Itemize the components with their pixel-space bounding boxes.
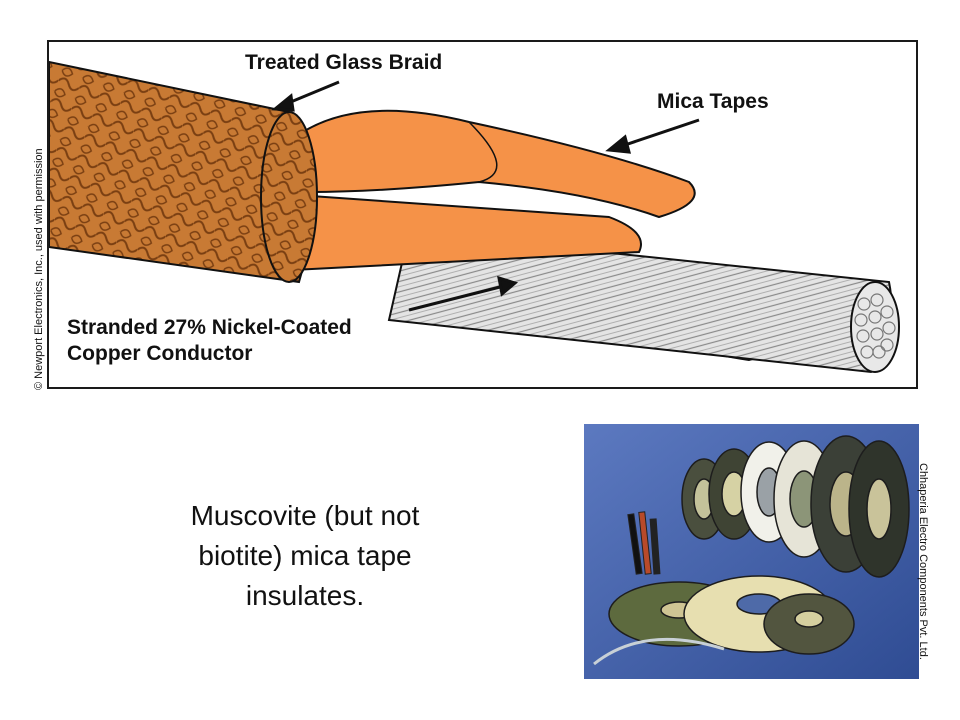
conductor-end <box>850 281 900 373</box>
mica-arrow <box>618 118 700 149</box>
caption-line-1: Muscovite (but not <box>190 500 420 531</box>
conductor-label-line1: Stranded 27% Nickel-Coated <box>67 316 352 339</box>
diagram-credit: © Newport Electronics, Inc., used with p… <box>33 148 45 390</box>
mica-label: Mica Tapes <box>657 90 769 113</box>
conductor-label-line2: Copper Conductor <box>67 342 252 365</box>
mica-wrap <box>253 190 642 274</box>
upper-mica-tape <box>287 109 696 219</box>
braid-label: Treated Glass Braid <box>245 51 442 74</box>
tape-rolls-image <box>584 424 919 679</box>
caption-line-2: biotite) mica tape <box>198 540 412 571</box>
conductor-arrow <box>408 284 505 312</box>
caption: Muscovite (but not biotite) mica tape in… <box>150 496 460 616</box>
caption-line-3: insulates. <box>245 580 365 611</box>
cable-illustration: Treated Glass Braid Mica Tapes Stranded … <box>49 51 900 374</box>
mica-tape-photo <box>584 424 919 679</box>
photo-credit: Chhaperia Electro Components Pvt. Ltd. <box>917 463 929 660</box>
cable-diagram: Treated Glass Braid Mica Tapes Stranded … <box>47 40 918 389</box>
